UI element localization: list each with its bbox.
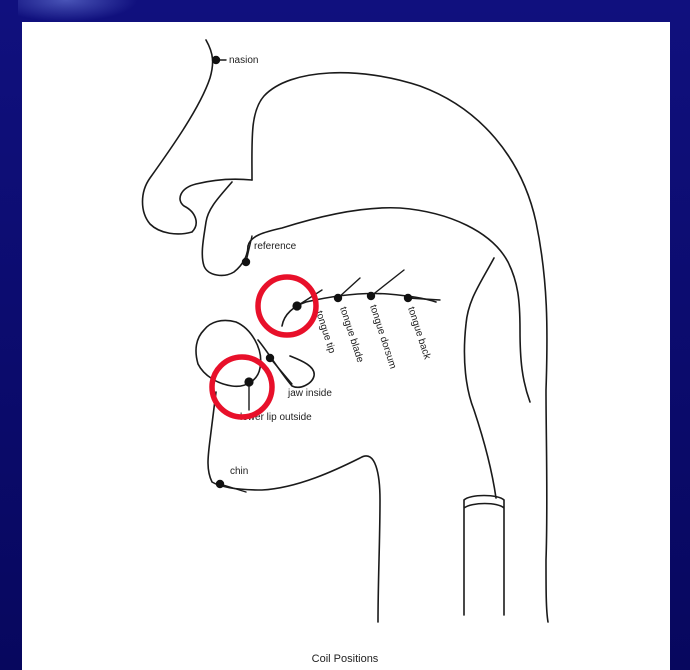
tongue-back-coil [404, 294, 412, 302]
nasion-label: nasion [229, 55, 258, 66]
lip-coil [244, 377, 253, 386]
tongue-tip-coil [292, 301, 301, 310]
lower-lip [196, 320, 261, 386]
figure-caption: Coil Positions [312, 653, 379, 665]
tongue-back-label: tongue back [405, 306, 433, 362]
hard-palate [248, 208, 530, 402]
jaw-inside-label: jaw inside [287, 388, 332, 399]
jaw-inside-coil [266, 354, 274, 362]
lip-highlight-ring [212, 357, 272, 417]
upper-lip [202, 182, 248, 275]
reference-coil [242, 258, 250, 266]
tongue-dorsum-label: tongue dorsum [367, 304, 398, 371]
coil-markers [212, 56, 440, 492]
chin-label: chin [230, 466, 248, 477]
tongue-back-wire [408, 298, 440, 300]
trachea [464, 496, 504, 616]
tongue-dorsum-coil [367, 292, 375, 300]
face-profile [143, 40, 253, 234]
tongue-blade-coil [334, 294, 342, 302]
chin-jaw [208, 392, 380, 622]
nasion-coil [212, 56, 220, 64]
tongue-tip-highlight-ring [258, 277, 316, 335]
tongue-blade-label: tongue blade [337, 306, 365, 365]
tongue-dorsum-wire [371, 270, 404, 296]
reference-label: reference [254, 241, 297, 252]
chin-coil [216, 480, 224, 488]
pharynx-inner [464, 258, 496, 498]
jaw-inside-loop [258, 340, 314, 387]
